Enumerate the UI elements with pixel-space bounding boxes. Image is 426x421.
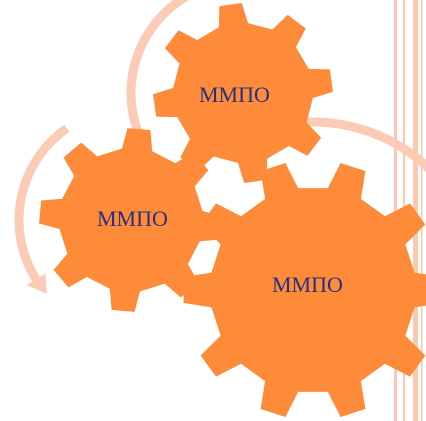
gears — [39, 3, 426, 418]
gear-top-label: ММПО — [199, 82, 270, 107]
stripe-3 — [413, 0, 418, 421]
gear-top-icon — [153, 3, 333, 183]
gear-large-icon — [183, 162, 426, 418]
gear-large-label: ММПО — [272, 272, 343, 297]
arrow-left-icon — [14, 124, 70, 294]
arrow-top-icon — [126, 0, 190, 168]
stripe-4 — [421, 0, 423, 421]
stripe-1 — [394, 0, 397, 421]
gear-left-icon — [39, 128, 223, 312]
gear-left-label: ММПО — [97, 206, 168, 231]
